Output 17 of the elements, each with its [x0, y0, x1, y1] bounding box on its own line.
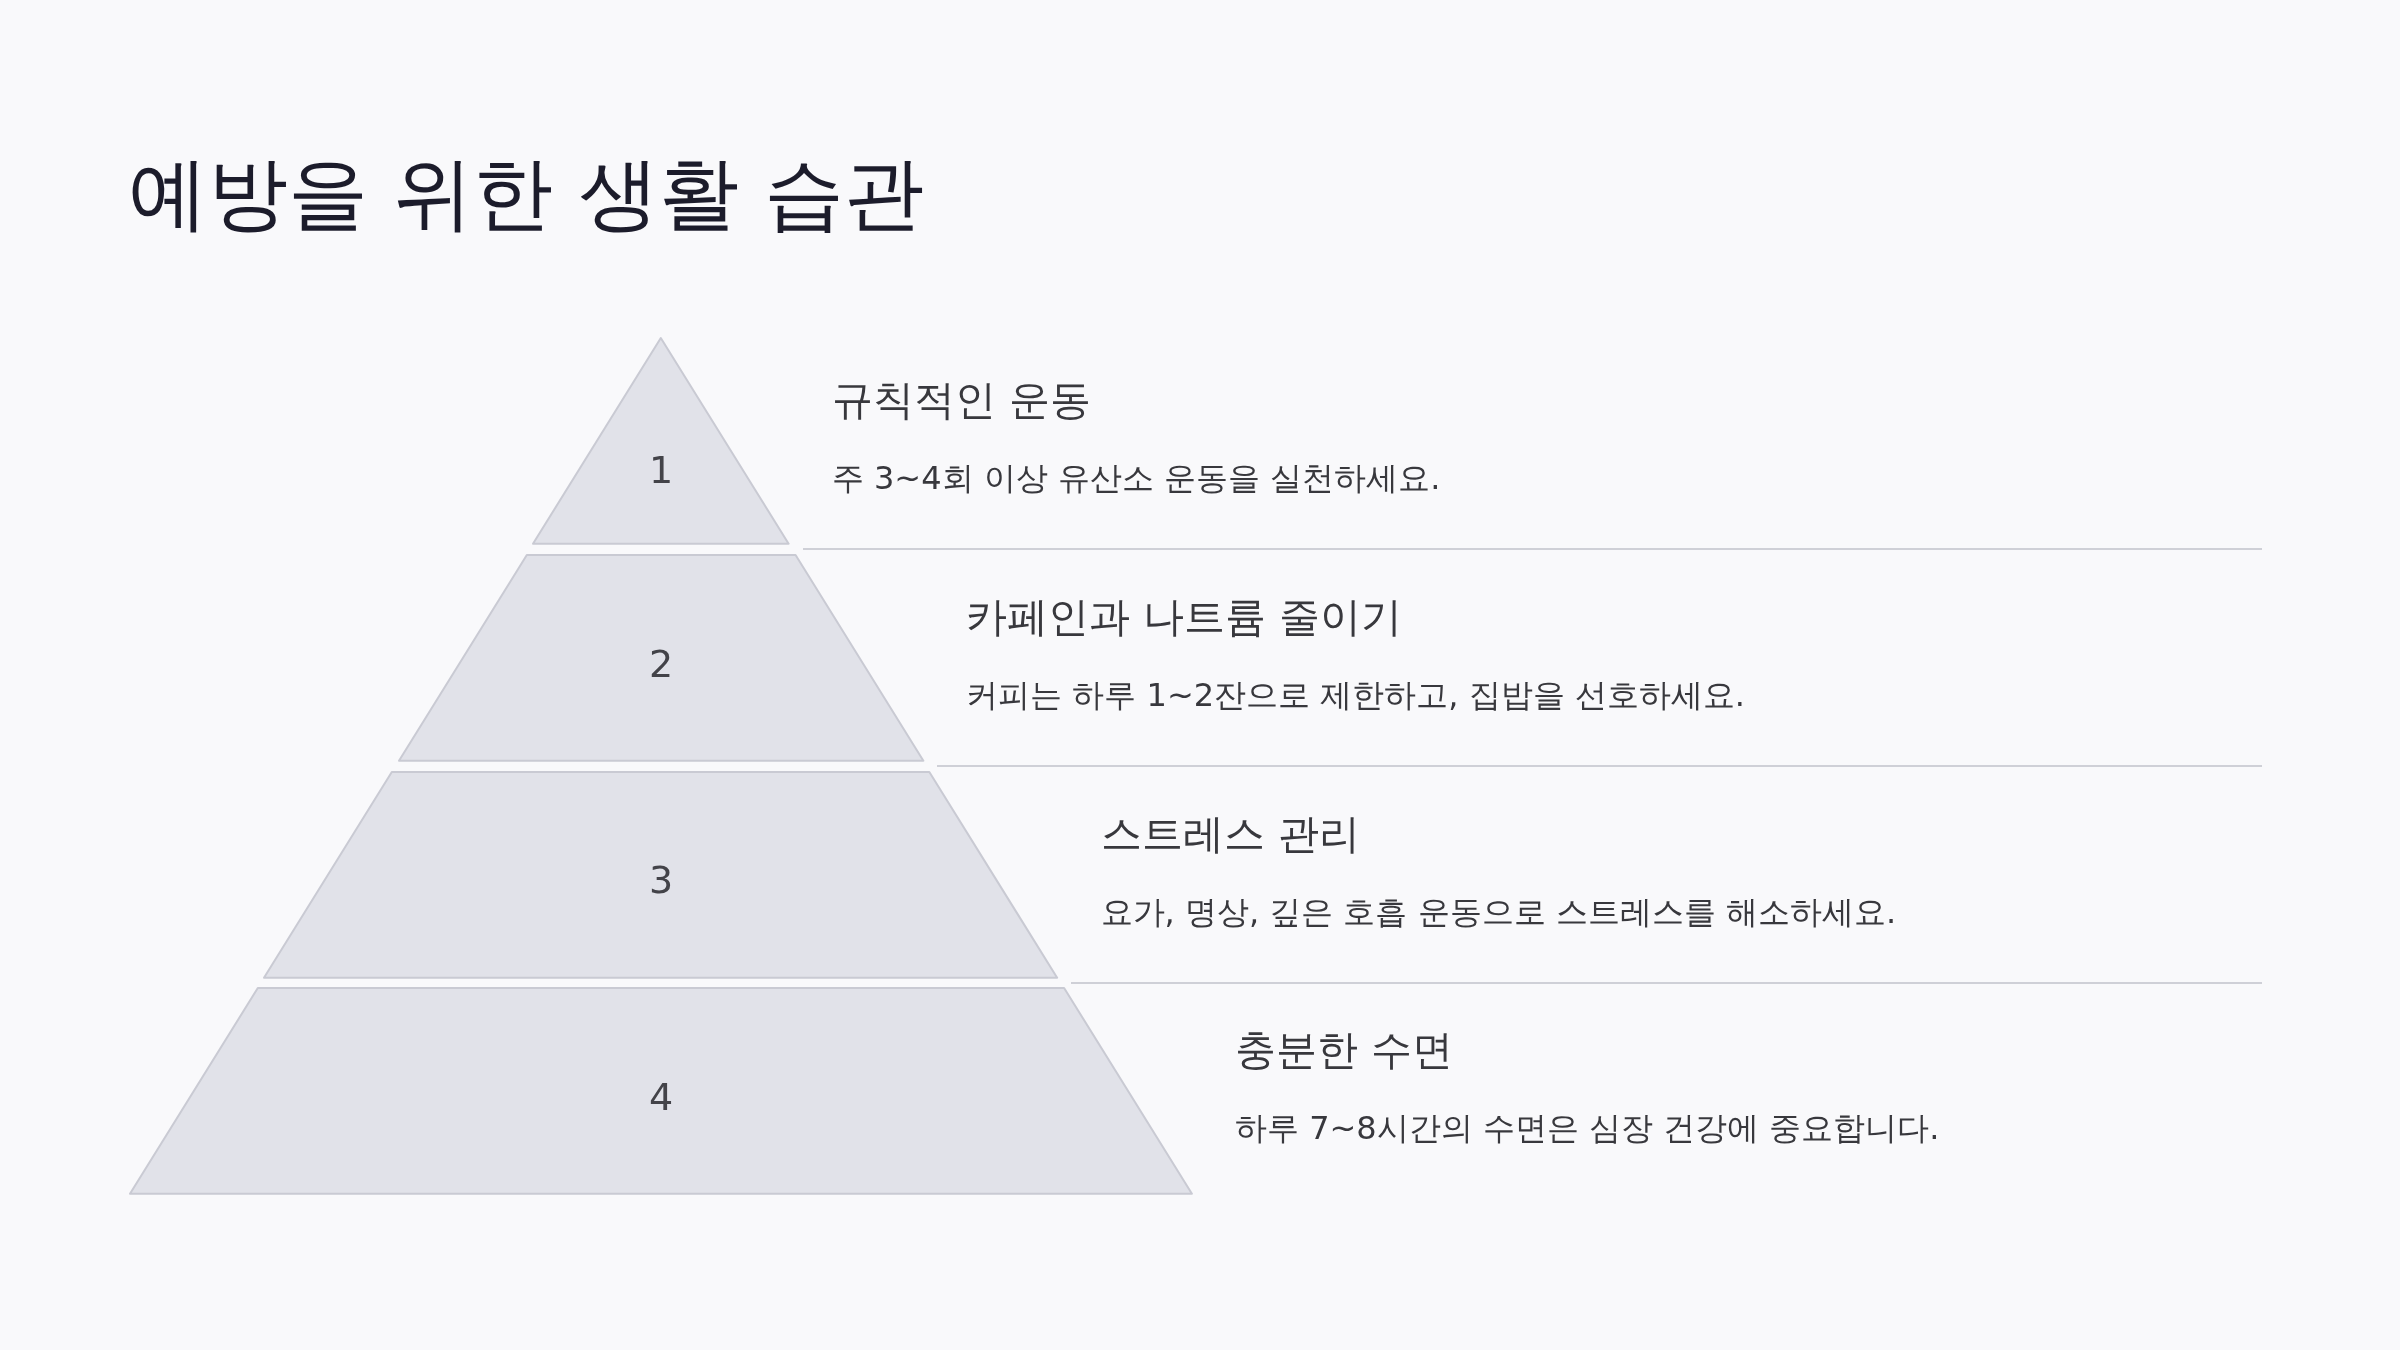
- pyramid-tier: [129, 987, 1193, 1195]
- slide-title: 예방을 위한 생활 습관: [128, 148, 925, 240]
- pyramid-tier: [263, 770, 1059, 979]
- tier-heading: 카페인과 나트륨 줄이기: [966, 594, 1403, 642]
- tier-heading: 스트레스 관리: [1100, 810, 1360, 859]
- tier-number: 3: [648, 861, 674, 900]
- tier-description: 주 3~4회 이상 유산소 운동을 실천하세요.: [831, 459, 1441, 497]
- tier-description: 커피는 하루 1~2잔으로 제한하고, 집밥을 선호하세요.: [966, 676, 1745, 714]
- tier-heading: 규칙적인 운동: [831, 377, 1091, 425]
- tier-number: 4: [648, 1078, 674, 1117]
- pyramid-tier: [397, 553, 925, 762]
- tier-number: 1: [648, 450, 674, 489]
- tier-description: 하루 7~8시간의 수면은 심장 건강에 중요합니다.: [1234, 1109, 1940, 1147]
- tier-number: 2: [648, 644, 674, 683]
- tier-heading: 충분한 수면: [1234, 1027, 1453, 1075]
- tier-description: 요가, 명상, 깊은 호흡 운동으로 스트레스를 해소하세요.: [1100, 893, 1897, 930]
- pyramid-apex-triangle: [532, 337, 790, 545]
